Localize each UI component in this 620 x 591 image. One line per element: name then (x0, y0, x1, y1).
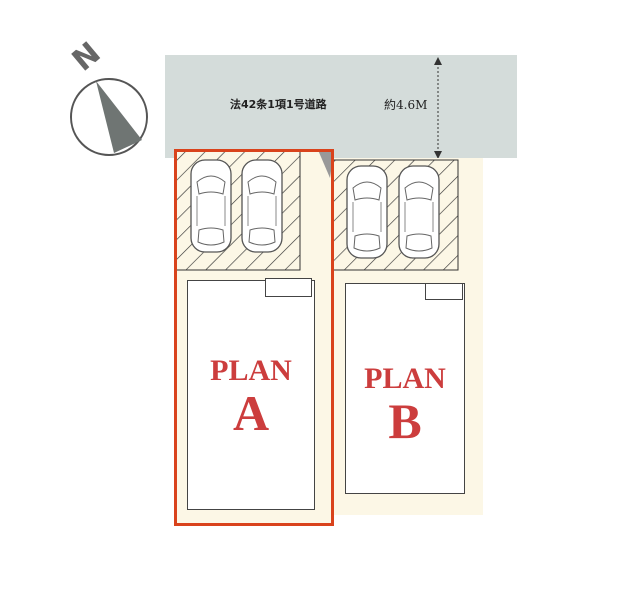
road (165, 55, 517, 158)
building-a[interactable]: PLAN A (187, 280, 315, 510)
car-icon (398, 165, 440, 259)
building-a-annex (265, 278, 312, 297)
corner-cut (318, 150, 334, 178)
north-arrow-icon (70, 78, 148, 156)
road-label: 法42条1項1号道路 (230, 98, 327, 111)
plan-b-word: PLAN (364, 362, 446, 395)
building-b[interactable]: PLAN B (345, 283, 465, 494)
plan-b-letter: B (388, 393, 422, 449)
car-icon (346, 165, 388, 259)
lot-a-highlight-border (174, 149, 334, 526)
building-b-annex (425, 283, 463, 300)
plan-a-word: PLAN (210, 354, 292, 387)
road-width-dimension-arrow (434, 57, 442, 159)
compass: N (66, 36, 148, 156)
road-width-label: 約4.6M (384, 98, 428, 112)
plan-a-letter: A (232, 385, 270, 441)
